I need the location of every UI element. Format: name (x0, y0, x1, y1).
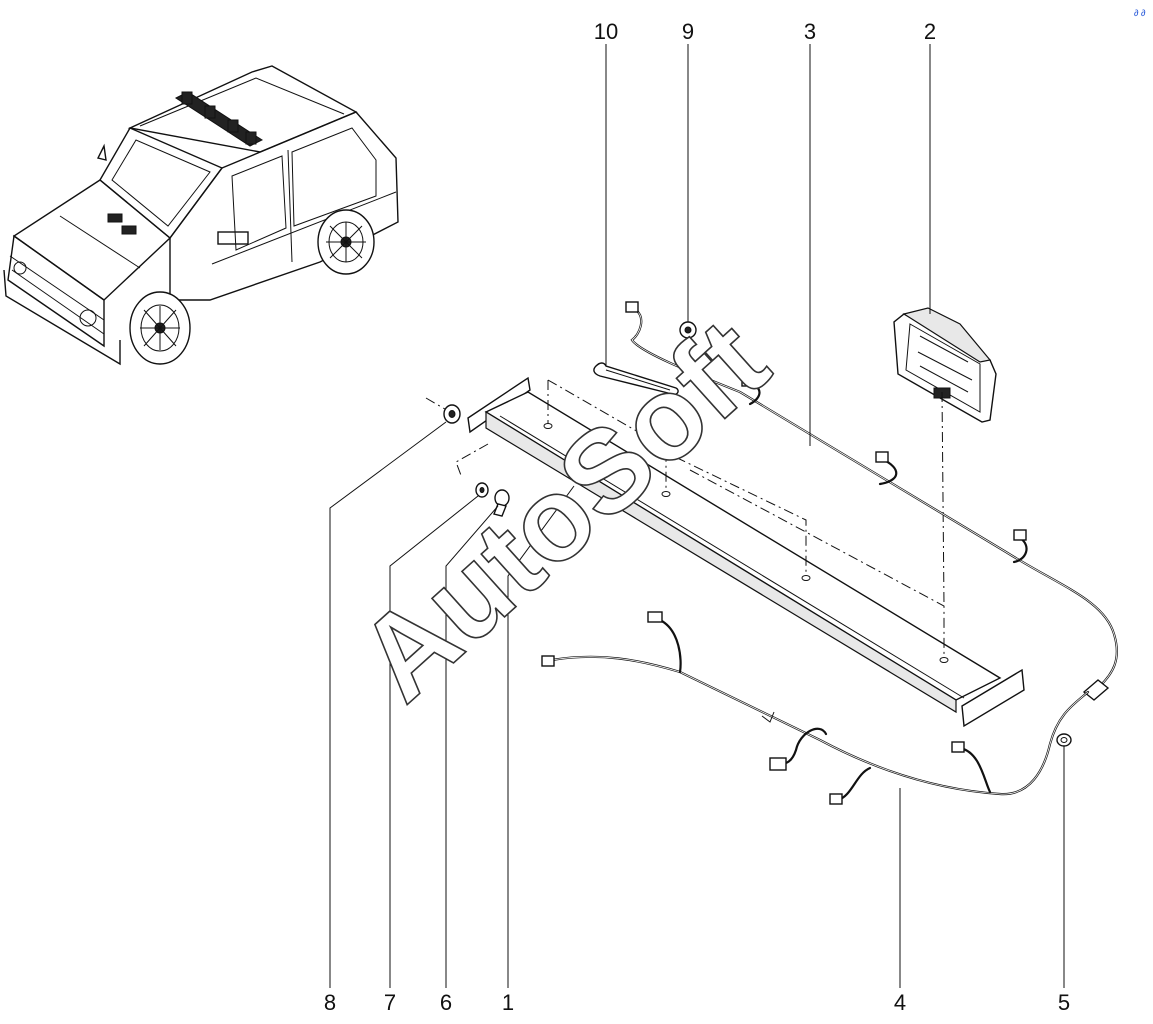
callout-8: 8 (324, 990, 336, 1015)
callout-7: 7 (384, 990, 396, 1015)
callout-3: 3 (804, 19, 816, 44)
part-3-harness (625, 301, 1118, 701)
part-4-harness (541, 611, 1090, 805)
corner-mark: ∂ ∂ (1134, 8, 1146, 18)
callout-9: 9 (682, 19, 694, 44)
part-8-washer (443, 404, 461, 424)
leader-lines (329, 44, 1065, 988)
callout-4: 4 (894, 990, 906, 1015)
callout-10: 10 (594, 19, 618, 44)
part-2-light (893, 307, 997, 423)
vehicle-illustration (3, 65, 399, 366)
part-10-strip (593, 362, 679, 396)
callout-5: 5 (1058, 990, 1070, 1015)
callout-6: 6 (440, 990, 452, 1015)
part-5-grommet (1056, 733, 1072, 747)
callout-1: 1 (502, 990, 514, 1015)
part-1-bracket (425, 376, 1025, 728)
callout-2: 2 (924, 19, 936, 44)
part-7-washer (475, 482, 489, 498)
